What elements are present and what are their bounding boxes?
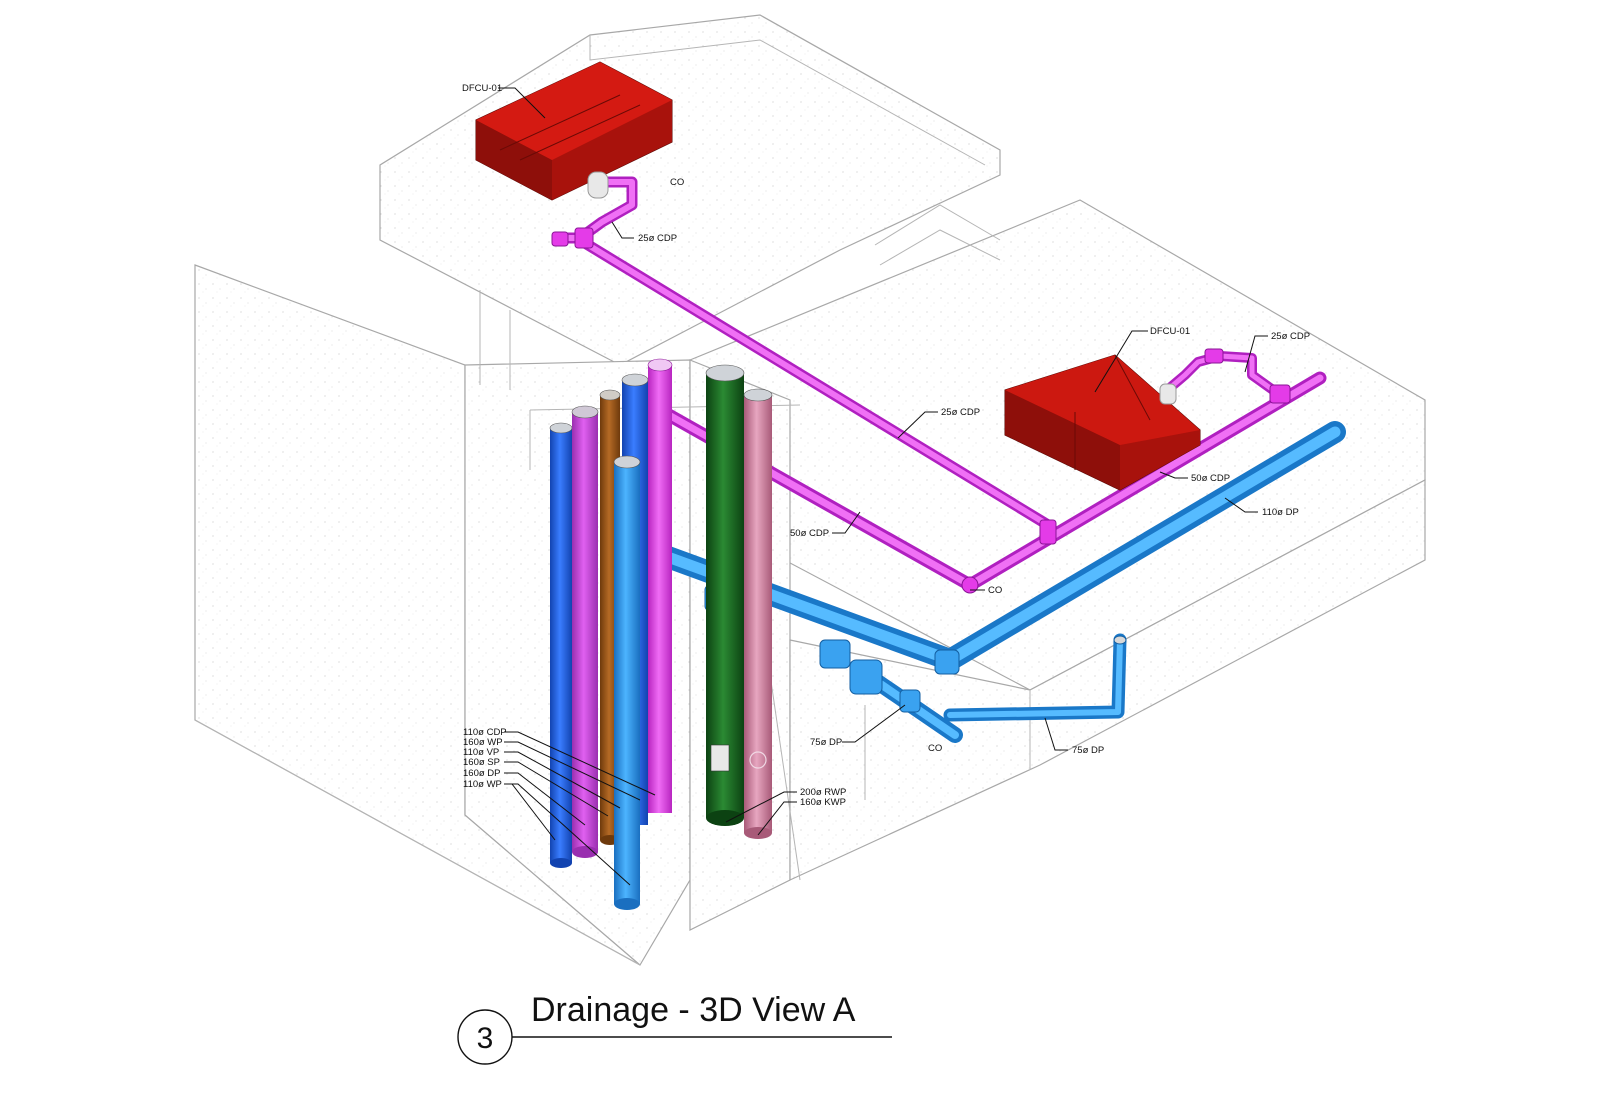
label-cdp25-right: 25ø CDP — [1271, 331, 1310, 342]
label-dp75-right: 75ø DP — [1072, 745, 1104, 756]
label-stack-2: 110ø VP — [463, 747, 499, 758]
label-stack-5: 110ø WP — [463, 779, 502, 790]
dfcu-unit-right — [1004, 354, 1201, 491]
vertical-stacks — [549, 358, 773, 910]
label-stack-3: 160ø SP — [463, 757, 500, 768]
label-co-top: CO — [670, 177, 684, 188]
view-title-block: 3 Drainage - 3D View A — [457, 991, 892, 1065]
label-dfcu-right: DFCU-01 — [1150, 326, 1190, 337]
label-co-mid: CO — [988, 585, 1002, 596]
leader-lines — [498, 87, 1268, 886]
label-cdp50-left: 50ø CDP — [790, 528, 829, 539]
label-dp75-left: 75ø DP — [810, 737, 842, 748]
label-dp110-right: 110ø DP — [1262, 507, 1299, 518]
label-co-bottom: CO — [928, 743, 942, 754]
label-stack-1: 160ø WP — [463, 737, 503, 748]
label-kwp160: 160ø KWP — [800, 797, 846, 808]
view-title: Drainage - 3D View A — [531, 991, 856, 1029]
label-stack-0: 110ø CDP — [463, 727, 507, 738]
condensate-fittings — [551, 227, 1291, 594]
label-cdp25-mid: 25ø CDP — [941, 407, 980, 418]
dfcu-unit-top — [475, 61, 673, 201]
label-stack-4: 160ø DP — [463, 768, 501, 779]
view-number: 3 — [477, 1022, 494, 1055]
label-cdp50-right: 50ø CDP — [1191, 473, 1230, 484]
label-dfcu-top: DFCU-01 — [462, 83, 502, 94]
annotations: DFCU-01 CO 25ø CDP 25ø CDP DFCU-01 25ø C… — [462, 83, 1310, 808]
label-cdp25-top: 25ø CDP — [638, 233, 677, 244]
label-rwp200: 200ø RWP — [800, 787, 846, 798]
